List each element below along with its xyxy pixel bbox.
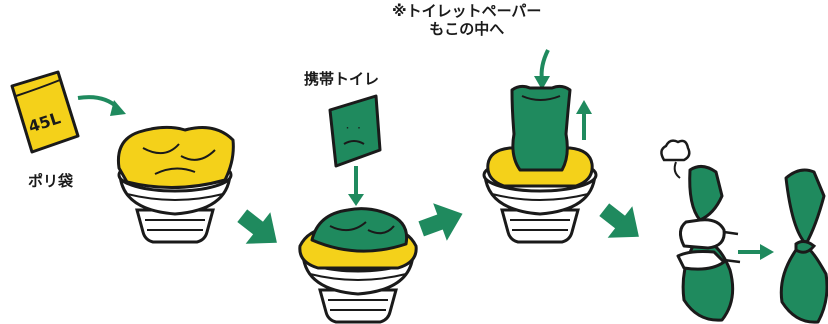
- arrow-icon: [534, 76, 550, 90]
- arrow-icon: [760, 244, 774, 260]
- toilet-icon: [298, 207, 418, 324]
- arrow-icon: [348, 194, 364, 206]
- portable-toilet-bag-icon: [510, 84, 572, 172]
- arrow-icon: [237, 209, 277, 244]
- svg-text:˙ ˙: ˙ ˙: [344, 126, 362, 142]
- arrow-icon: [110, 100, 126, 116]
- plastic-bag-label: ポリ袋: [28, 172, 74, 190]
- arrow-icon: [539, 49, 550, 81]
- portable-toilet-bag-icon: ˙ ˙: [328, 94, 382, 168]
- toilet-icon: [116, 125, 235, 244]
- portable-toilet-label: 携帯トイレ: [304, 70, 380, 88]
- arrow-icon: [77, 95, 120, 110]
- toilet-paper-note-line2: もこの中へ: [429, 20, 505, 38]
- arrow-icon: [576, 100, 592, 114]
- tied-bag-icon: [779, 168, 828, 324]
- arrow-icon: [418, 203, 463, 241]
- toilet-paper-note-line1: ※トイレットペーパー: [392, 2, 542, 20]
- plastic-bag-icon: 45L: [10, 70, 80, 154]
- arrow-icon: [599, 203, 639, 238]
- stink-cloud-icon: [660, 139, 691, 179]
- hand-icon: [676, 218, 741, 271]
- toilet-paper-note: ※トイレットペーパー もこの中へ: [392, 2, 541, 38]
